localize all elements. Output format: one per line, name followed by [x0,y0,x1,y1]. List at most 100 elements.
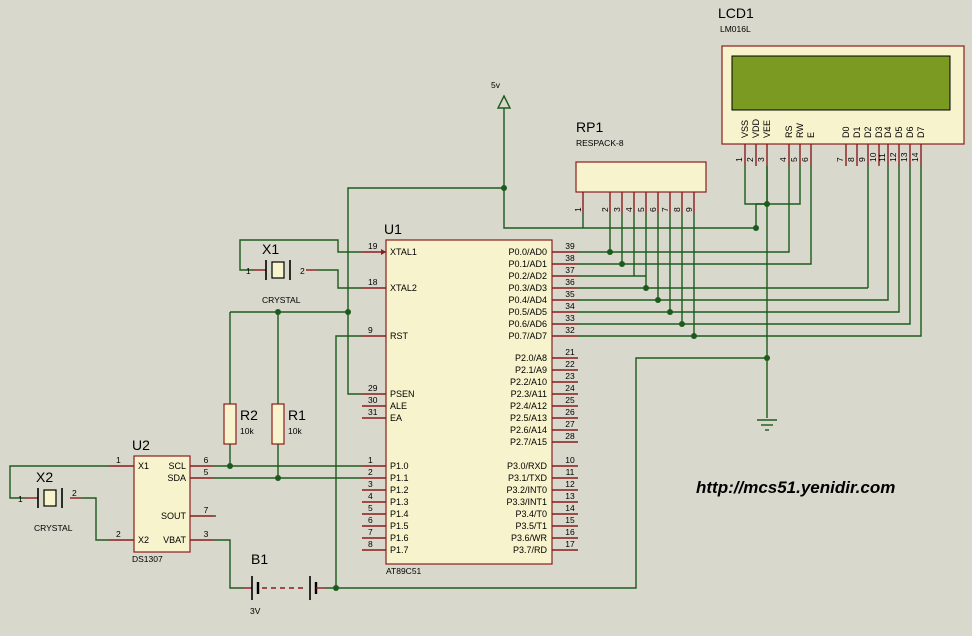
u1-pin-name: P2.4/A12 [510,401,547,411]
u1-pin-num: 38 [565,253,575,263]
rp1-ref: RP1 [576,119,603,135]
u1-pin-name: XTAL1 [390,247,417,257]
lcd-pin-name: D5 [894,126,904,138]
lcd-pin-num: 8 [846,157,856,162]
rp1-body [575,161,707,193]
u2-pin-name: SDA [167,473,186,483]
u1-body [385,239,553,565]
lcd-pin-name: VSS [740,120,750,138]
u1-pin-num: 32 [565,325,575,335]
u1-pin-num: 24 [565,383,575,393]
b1-battery[interactable]: B1 3V [244,551,325,616]
r1-ref: R1 [288,407,306,423]
x1-pin2: 2 [300,266,305,276]
x2-pin2: 2 [72,488,77,498]
u1-pin-name: P1.7 [390,545,409,555]
lcd-pin-name: D3 [874,126,884,138]
lcd-pin-name: VDD [751,118,761,138]
lcd-pin-num: 14 [910,152,920,162]
u2-pin-name: SCL [168,461,186,471]
u1-pin-num: 26 [565,407,575,417]
lcd-pin-num: 5 [789,157,799,162]
u1-pin-name: P0.2/AD2 [508,271,547,281]
u1-pin-name: P2.2/A10 [510,377,547,387]
u2-pin-name: SOUT [161,511,187,521]
lcd-pin-num: 4 [778,157,788,162]
u1-pin-name: P2.5/A13 [510,413,547,423]
lcd-ref: LCD1 [718,5,754,21]
u1-pin-num: 21 [565,347,575,357]
junctions [227,185,770,591]
u1-pin-num: 34 [565,301,575,311]
u1-pin-num: 15 [565,515,575,525]
u1-ref: U1 [384,221,402,237]
x2-crystal[interactable]: X2 1 2 CRYSTAL [18,469,82,533]
lcd-pin-name: D0 [841,126,851,138]
lcd-pin-num: 1 [734,157,744,162]
lcd-component[interactable]: LCD1 LM016L VSS1VDD2VEE3RS4RW5E6D07D18D2… [718,5,965,166]
u2-ref: U2 [132,437,150,453]
u1-pin-name: PSEN [390,389,415,399]
lcd-pin-num: 2 [745,157,755,162]
lcd-pin-name: VEE [762,120,772,138]
rp1-pin-num: 5 [636,207,646,212]
rp1-pin-num: 6 [648,207,658,212]
lcd-pin-num: 10 [868,152,878,162]
u1-pin-num: 3 [368,479,373,489]
lcd-pin-name: D6 [905,126,915,138]
u2-pin-name: X2 [138,535,149,545]
u1-pin-num: 25 [565,395,575,405]
x2-pin1: 1 [18,494,23,504]
u1-pin-name: P3.2/INT0 [506,485,547,495]
u2-body [133,455,191,553]
supply-label: 5v [491,80,501,90]
lcd-pin-num: 9 [857,157,867,162]
u1-pins: 19XTAL118XTAL29RST29PSEN30ALE31EA1P1.02P… [362,241,578,555]
u1-pin-name: P2.3/A11 [511,389,547,399]
u1-pin-name: XTAL2 [390,283,417,293]
r1-resistor[interactable]: R1 10k [271,403,306,445]
lcd-pin-num: 7 [835,157,845,162]
u1-pin-num: 4 [368,491,373,501]
lcd-pin-name: D7 [916,126,926,138]
lcd-pins: VSS1VDD2VEE3RS4RW5E6D07D18D29D310D411D51… [734,118,926,166]
u1-pin-num: 28 [565,431,575,441]
rp1-pin-num: 4 [624,207,634,212]
x1-pin1: 1 [246,266,251,276]
u2-pin-name: VBAT [163,535,186,545]
u1-pin-name: P0.1/AD1 [508,259,547,269]
u1-pin-num: 16 [565,527,575,537]
u2-pin-num: 2 [116,529,121,539]
u1-value: AT89C51 [386,566,422,576]
r2-resistor[interactable]: R2 10k [223,403,258,445]
lcd-pin-name: D1 [852,126,862,138]
rp1-pin-num: 7 [660,207,670,212]
u1-pin-name: P0.5/AD5 [508,307,547,317]
x1-crystal[interactable]: X1 1 2 CRYSTAL [246,241,318,305]
u1-pin-num: 14 [565,503,575,513]
lcd-pin-name: E [806,132,816,138]
u1-pin-name: P3.5/T1 [515,521,547,531]
u1-pin-num: 5 [368,503,373,513]
u1-pin-num: 6 [368,515,373,525]
u1-pin-name: P2.7/A15 [510,437,547,447]
u1-pin-num: 35 [565,289,575,299]
u1-component[interactable]: U1 AT89C51 19XTAL118XTAL29RST29PSEN30ALE… [362,221,578,576]
x1-ref: X1 [262,241,279,257]
u1-pin-name: P1.1 [390,473,409,483]
u1-pin-num: 27 [565,419,575,429]
u1-pin-name: RST [390,331,409,341]
u1-pin-name: P0.3/AD3 [508,283,547,293]
u2-pin-num: 6 [204,455,209,465]
r1-value: 10k [288,426,302,436]
u1-pin-name: P0.4/AD4 [508,295,547,305]
rp1-value: RESPACK-8 [576,138,624,148]
u1-pin-name: P1.3 [390,497,409,507]
rp1-pin-num: 8 [672,207,682,212]
u1-pin-name: ALE [390,401,407,411]
u2-pin-num: 1 [116,455,121,465]
u1-pin-name: P3.1/TXD [508,473,548,483]
